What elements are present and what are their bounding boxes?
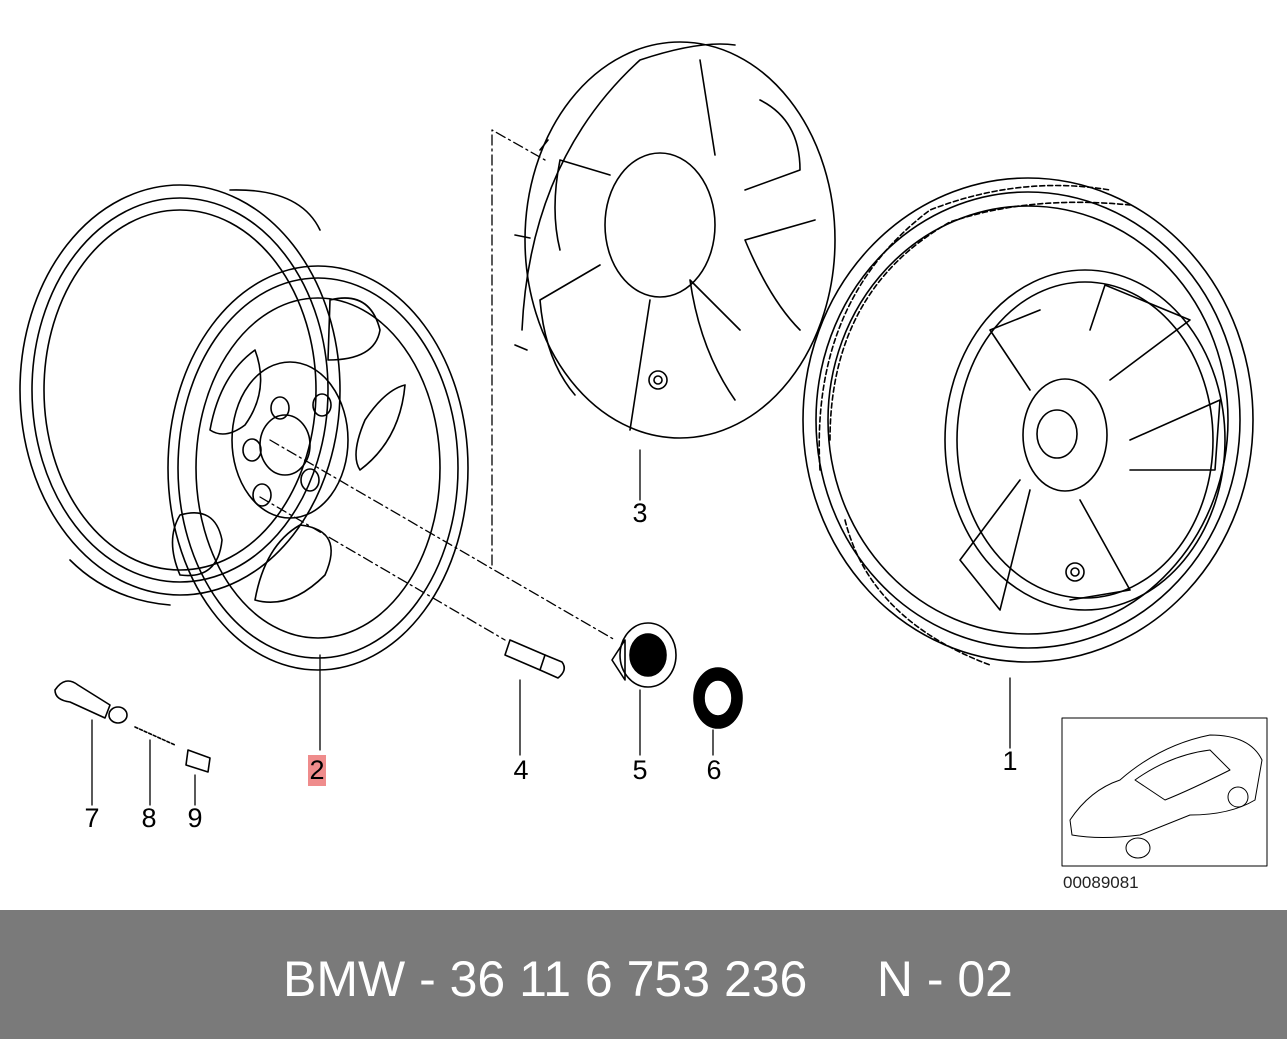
center-cap-drawing — [611, 622, 677, 688]
parts-diagram — [19, 41, 1268, 867]
leader-lines — [91, 129, 1011, 806]
callout-4: 4 — [513, 755, 529, 785]
callout-6: 6 — [706, 755, 722, 785]
valve-parts-drawing — [54, 680, 211, 773]
callout-9: 9 — [187, 803, 203, 833]
callout-2-highlighted: 2 — [308, 755, 326, 786]
reference-code: 00089081 — [1063, 873, 1139, 892]
emblem-drawing — [693, 667, 743, 729]
wheel-bolt-drawing — [504, 639, 566, 679]
callout-3: 3 — [632, 498, 648, 528]
callout-5: 5 — [632, 755, 648, 785]
car-thumbnail — [1061, 717, 1268, 867]
callout-7: 7 — [84, 803, 100, 833]
hub-cap-drawing — [514, 41, 836, 439]
part-number-caption: BMW - 36 11 6 753 236 N - 02 — [283, 951, 1013, 1007]
callout-8: 8 — [141, 803, 157, 833]
footer-bar — [0, 910, 1287, 1039]
complete-wheel-drawing — [802, 177, 1254, 666]
steel-rim-drawing — [19, 184, 469, 671]
callout-1: 1 — [1002, 746, 1018, 776]
